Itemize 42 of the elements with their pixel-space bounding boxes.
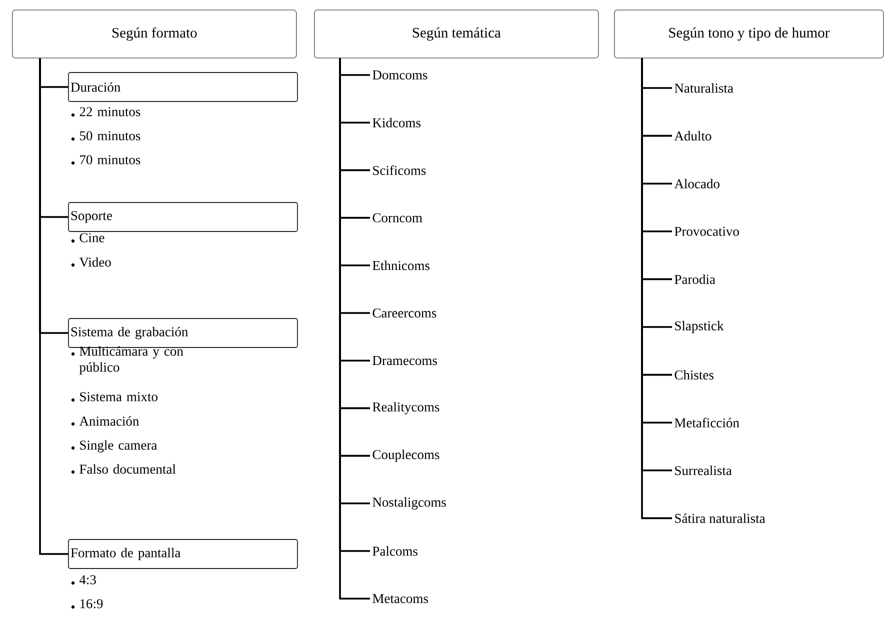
- list-item: Slapstick: [675, 320, 724, 334]
- bullet-item: 4:3: [79, 575, 96, 584]
- list-item: Corncom: [372, 213, 422, 222]
- list-item: Metaficción: [674, 418, 740, 428]
- subcategory-box: Soporte: [68, 202, 298, 232]
- bullet-item: Multicámara y con público: [79, 346, 184, 374]
- list-item: Naturalista: [674, 83, 734, 93]
- list-item: Provocativo: [674, 226, 739, 236]
- bullet-item: Cine: [80, 233, 104, 242]
- bullet-item: Single camera: [80, 440, 157, 452]
- category-box: Según formato: [12, 10, 297, 58]
- subcategory-box: Sistema de grabación: [68, 318, 298, 348]
- category-box: Según tono y tipo de humor: [614, 10, 884, 58]
- list-item: Sátira naturalista: [675, 513, 766, 523]
- category-box: Según temática: [314, 10, 599, 58]
- list-item: Domcoms: [372, 70, 428, 80]
- bullet-item: 70 minutos: [80, 155, 140, 164]
- list-item: Ethnicoms: [372, 260, 430, 270]
- list-item: Couplecoms: [372, 450, 440, 462]
- subcategory-box: Duración: [68, 72, 298, 102]
- list-item: Metacoms: [372, 594, 428, 604]
- list-item: Alocado: [674, 178, 720, 188]
- bullet-item: Video: [79, 257, 111, 267]
- bullet-item: Animación: [79, 416, 139, 426]
- list-item: Scificoms: [373, 165, 426, 176]
- list-item: Careercoms: [372, 308, 436, 318]
- list-item: Parodia: [674, 274, 716, 284]
- list-item: Realitycoms: [372, 402, 440, 414]
- list-item: Surrealista: [675, 466, 732, 476]
- bullet-item: 22 minutos: [80, 107, 140, 116]
- list-item: Adulto: [674, 131, 712, 141]
- list-item: Chistes: [674, 370, 714, 380]
- bullet-item: 16:9: [80, 599, 103, 608]
- tree-connector: [39, 58, 68, 555]
- list-item: Nostaligcoms: [372, 497, 446, 510]
- list-item: Kidcoms: [372, 118, 420, 128]
- subcategory-box: Formato de pantalla: [68, 539, 298, 569]
- bullet-item: Falso documental: [80, 464, 176, 474]
- bullet-item: 50 minutos: [80, 131, 140, 140]
- bullet-item: Sistema mixto: [80, 392, 158, 402]
- list-item: Palcoms: [372, 546, 418, 556]
- list-item: Dramecoms: [372, 356, 437, 366]
